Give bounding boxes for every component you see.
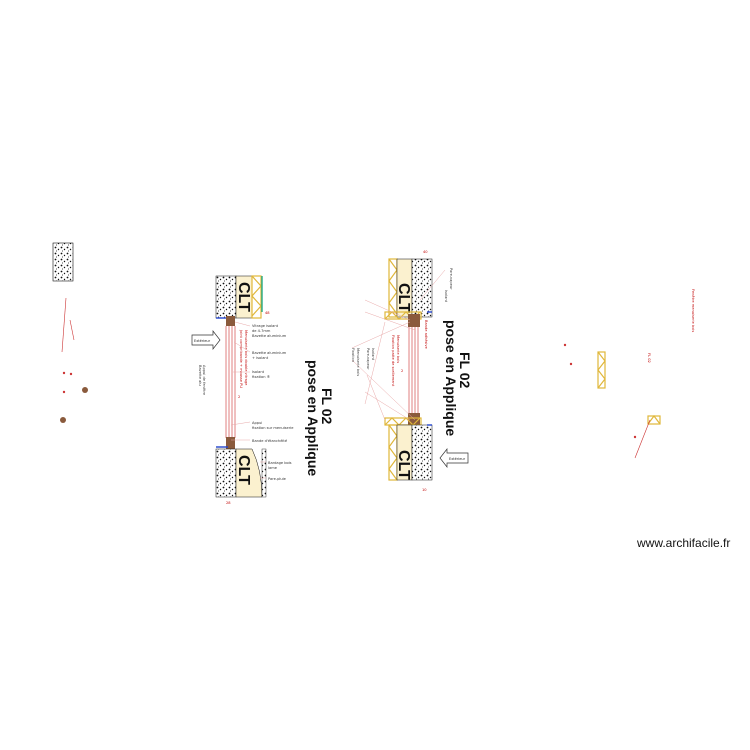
svg-text:Bavette aluminium: Bavette aluminium — [252, 351, 287, 355]
exterior-arrow-2: Extérieur — [439, 447, 469, 469]
dimension-marks-2: 10 40 2 — [401, 250, 428, 492]
svg-text:Isolant: Isolant — [444, 290, 448, 303]
clt-label-bottom: CLT — [235, 455, 252, 485]
svg-text:Bande adhésive: Bande adhésive — [424, 320, 428, 350]
svg-text:Isolant: Isolant — [371, 348, 375, 361]
svg-text:Menuiserie bois: Menuiserie bois — [396, 335, 400, 363]
annotation-lines-red-2: Menuiserie bois Fixation patte de scelle… — [391, 320, 428, 387]
svg-text:+ isolant: + isolant — [252, 356, 269, 360]
svg-text:Extérieur: Extérieur — [449, 457, 466, 461]
svg-text:de 4.7mm: de 4.7mm — [252, 329, 271, 333]
svg-text:2: 2 — [238, 395, 240, 399]
svg-text:Bande d'étanchéité: Bande d'étanchéité — [252, 439, 288, 443]
svg-text:48: 48 — [265, 311, 270, 315]
frame-top-2 — [408, 314, 420, 327]
svg-text:FL 02: FL 02 — [647, 353, 651, 363]
svg-text:Fenêtre menuiserie bois: Fenêtre menuiserie bois — [691, 289, 695, 332]
svg-text:fixation ®: fixation ® — [252, 375, 271, 379]
window-section-2 — [408, 327, 419, 418]
detail-1-title-line1: FL 02 — [319, 388, 335, 425]
insulation-top-2 — [411, 258, 433, 318]
detail-1-title-line2: pose en Applique — [305, 360, 321, 476]
svg-text:Fixation patte de scellement: Fixation patte de scellement — [391, 335, 395, 387]
annotations-right-1: Vitrage isolant de 4.7mm Bavette alumini… — [252, 324, 294, 481]
svg-text:Vitrage isolant: Vitrage isolant — [252, 324, 279, 328]
svg-text:Bardage bois: Bardage bois — [268, 461, 292, 465]
leader-lines-1 — [230, 321, 266, 479]
annotation-lines-red-1: Menuiserie bois double vitrage Joint com… — [239, 329, 248, 388]
svg-text:Menuiserie bois: Menuiserie bois — [356, 348, 360, 376]
clt-label-top: CLT — [235, 282, 252, 312]
clt-label-bottom-2: CLT — [395, 450, 412, 480]
annotations-left-2: Menuiserie bois Fixation Isolant Pare-va… — [351, 268, 453, 376]
frame-bottom — [226, 437, 235, 449]
svg-text:Fixation: Fixation — [351, 348, 355, 362]
insulation-bottom — [215, 448, 237, 498]
svg-text:Appui: Appui — [252, 421, 262, 425]
detail-2-title-line2: pose en Applique — [443, 320, 459, 436]
truss-top — [251, 275, 262, 319]
clt-label-top-2: CLT — [395, 283, 412, 313]
detail-1: CLT Menuiserie bois double vitrage Joint… — [191, 275, 335, 505]
svg-text:Bavette alu: Bavette alu — [198, 365, 202, 386]
svg-text:Appui de fenêtre: Appui de fenêtre — [202, 365, 206, 396]
svg-text:Extérieur: Extérieur — [194, 339, 211, 343]
svg-text:Pare-pluie: Pare-pluie — [268, 477, 287, 481]
detail-2-title-line1: FL 02 — [457, 352, 473, 389]
svg-text:28: 28 — [226, 501, 231, 505]
dimension-marks-1: 48 28 2 — [226, 311, 270, 505]
svg-text:Pare-vapeur: Pare-vapeur — [449, 268, 453, 290]
window-section-1 — [225, 326, 236, 438]
exterior-arrow-1: Extérieur — [191, 329, 221, 351]
svg-text:Joint compribande + mousse PU: Joint compribande + mousse PU — [239, 329, 243, 388]
svg-text:fixation sur menuiserie: fixation sur menuiserie — [252, 426, 294, 430]
svg-text:40: 40 — [423, 250, 428, 254]
frame-top — [226, 316, 235, 326]
svg-text:lame: lame — [268, 466, 278, 470]
reference-marks-left — [60, 297, 88, 423]
reference-marks-right: Fenêtre menuiserie bois FL 02 — [563, 289, 695, 459]
watermark: www.archifacile.fr — [637, 536, 731, 550]
leader-lines-2 — [351, 269, 446, 421]
svg-text:10: 10 — [422, 488, 427, 492]
insulation-top — [215, 275, 237, 319]
svg-text:Bavette aluminium: Bavette aluminium — [252, 334, 287, 338]
legend-insulation-swatch — [52, 242, 74, 282]
insulation-bottom-2 — [411, 424, 433, 481]
svg-text:Pare-vapeur: Pare-vapeur — [366, 348, 370, 370]
detail-2: CLT Menuiserie bois Fixation patte de sc… — [351, 250, 473, 492]
svg-text:2: 2 — [401, 369, 403, 373]
svg-text:Menuiserie bois double vitrage: Menuiserie bois double vitrage — [244, 330, 248, 386]
svg-text:Isolant: Isolant — [252, 370, 265, 374]
